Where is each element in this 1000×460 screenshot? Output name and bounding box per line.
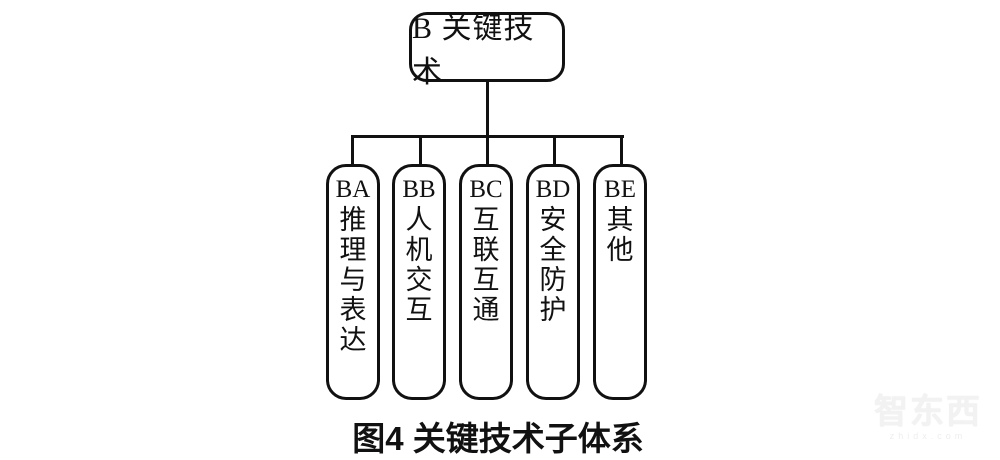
- node-label-char: 表: [339, 295, 367, 325]
- node-label-char: 与: [339, 265, 367, 295]
- node-label-char: 互: [472, 265, 500, 295]
- watermark-domain-text: zhidx.com: [889, 431, 967, 441]
- node-label-char: 互: [405, 295, 433, 325]
- node-label-char: 防: [539, 265, 567, 295]
- node-label-char: 安: [539, 205, 567, 235]
- connector-stub: [620, 135, 623, 167]
- node-label-char: 通: [472, 295, 500, 325]
- root-node-label: B 关键技术: [412, 12, 535, 89]
- node-label-char: 联: [472, 235, 500, 265]
- connector-stub: [419, 135, 422, 167]
- node-code: BA: [335, 176, 371, 203]
- root-node-key-technology: B 关键技术: [409, 12, 565, 89]
- tech-node: BD 安全防护: [526, 164, 580, 400]
- node-code: BB: [402, 176, 436, 203]
- node-label-char: 全: [539, 235, 567, 265]
- figure-caption: 图4 关键技术子体系: [352, 420, 644, 457]
- tech-node: BA 推理与表达: [326, 164, 380, 400]
- node-label-char: 护: [539, 295, 567, 325]
- node-label-char: 机: [405, 235, 433, 265]
- node-label-char: 达: [339, 325, 367, 355]
- node-label-char: 交: [405, 265, 433, 295]
- connector-stub: [486, 135, 489, 167]
- node-label-char: 理: [339, 235, 367, 265]
- node-label-char: 互: [472, 205, 500, 235]
- tech-node: BB 人机交互: [392, 164, 446, 400]
- watermark: 智东西 zhidx.com: [860, 394, 996, 441]
- node-label-char: 推: [339, 205, 367, 235]
- node-code: BD: [535, 176, 571, 203]
- node-label-char: 人: [405, 205, 433, 235]
- node-label-char: 他: [606, 235, 634, 265]
- tech-node: BC 互联互通: [459, 164, 513, 400]
- node-label-char: 其: [606, 205, 634, 235]
- connector-trunk: [486, 80, 489, 137]
- connector-stub: [351, 135, 354, 167]
- connector-stub: [553, 135, 556, 167]
- watermark-brand-text: 智东西: [874, 393, 982, 431]
- tech-node: BE 其他: [593, 164, 647, 400]
- node-code: BE: [604, 176, 636, 203]
- node-code: BC: [469, 176, 503, 203]
